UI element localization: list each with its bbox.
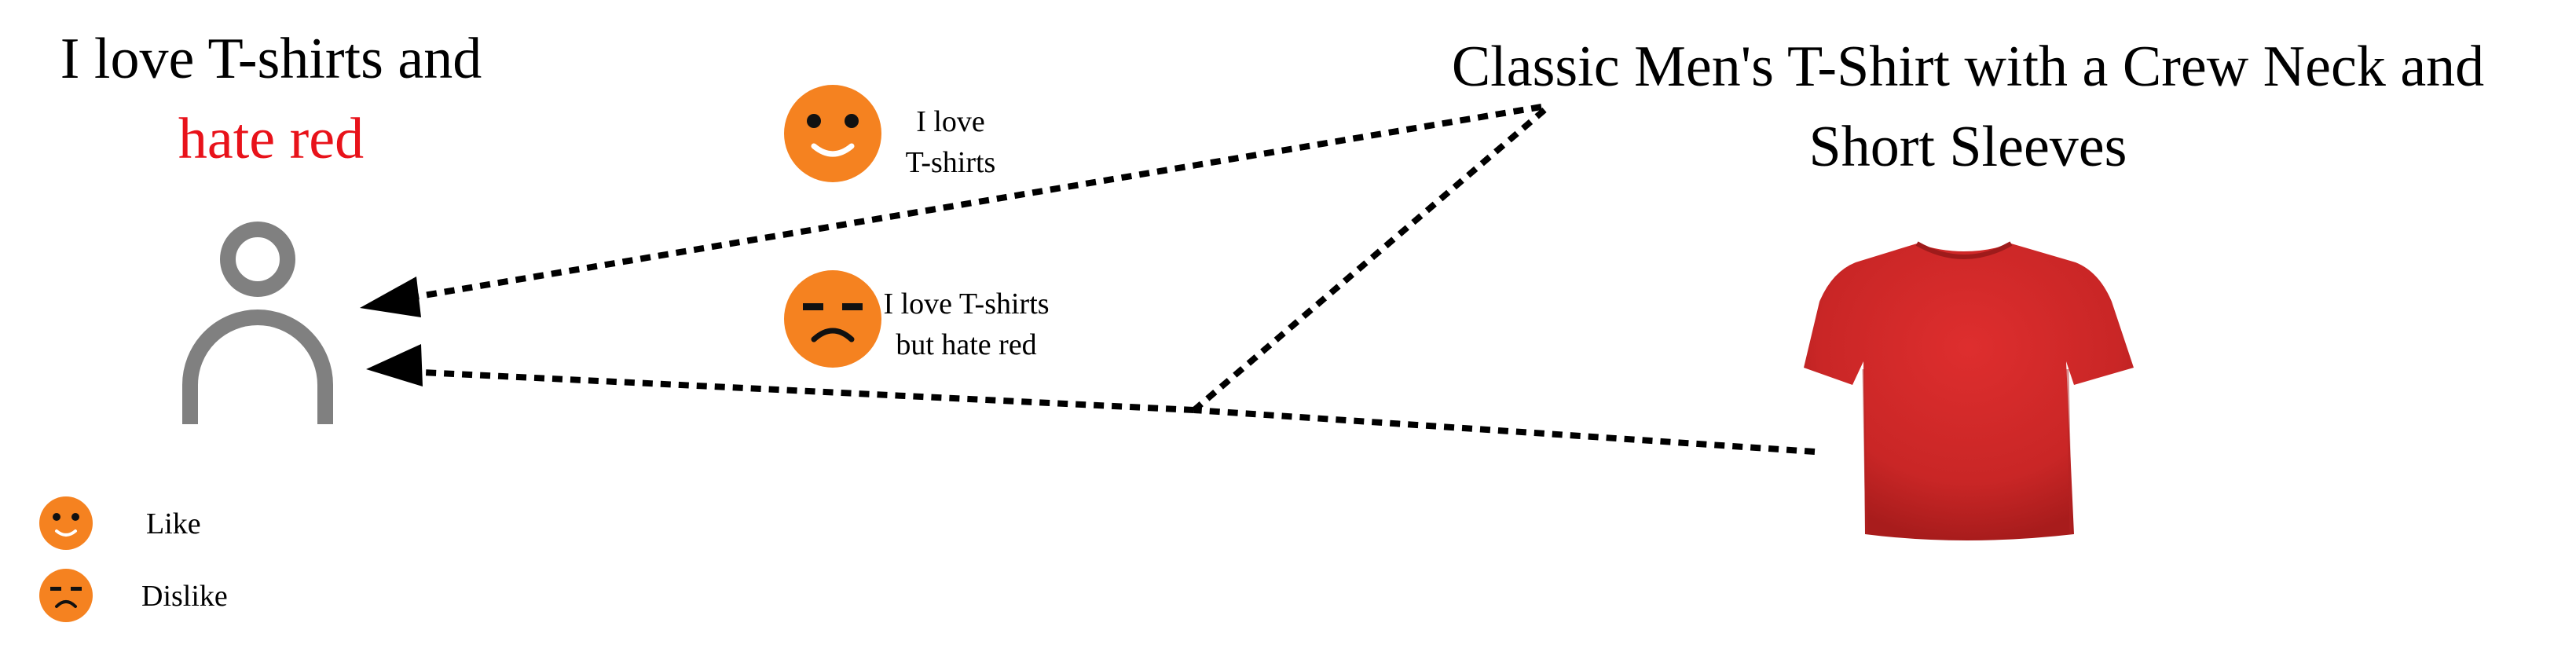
like-path-label-line1: I love (916, 105, 985, 138)
dislike-path-label-line2: but hate red (896, 328, 1037, 361)
legend-frown-face-icon (39, 569, 93, 622)
legend-dislike-label: Dislike (141, 580, 228, 613)
like-path-arrow (360, 104, 1542, 317)
user-statement-line2: hate red (178, 107, 365, 171)
like-path-label-line2: T-shirts (905, 146, 996, 179)
product-title-line2: Short Sleeves (1808, 115, 2127, 179)
legend-like-label: Like (146, 507, 201, 540)
dislike-path-arrow (366, 107, 1816, 455)
product-title-line1: Classic Men's T-Shirt with a Crew Neck a… (1451, 35, 2485, 99)
dislike-path-label-line1: I love T-shirts (883, 288, 1050, 321)
frown-face-icon (784, 270, 881, 368)
red-tshirt-icon (1804, 241, 2134, 540)
user-statement-line1: I love T-shirts and (60, 27, 482, 91)
smile-face-icon (784, 85, 881, 182)
legend-smile-face-icon (39, 496, 93, 550)
person-icon (182, 222, 333, 424)
